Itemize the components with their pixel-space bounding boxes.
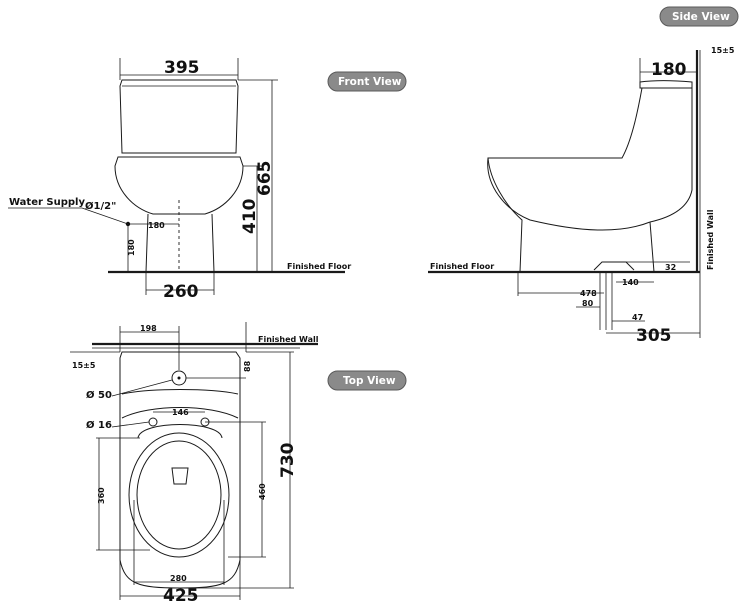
side-dim-80: 80 [582,299,594,308]
top-dim-360: 360 [97,487,106,504]
front-supply-height-180: 180 [127,239,136,256]
front-view-badge: Front View [338,76,402,88]
side-dim-140: 140 [622,278,639,287]
front-height-665: 665 [255,161,275,197]
front-outlet-180: 180 [148,221,165,230]
top-dim-460: 460 [258,483,267,500]
side-dim-32: 32 [665,263,676,272]
side-wall-gap: 15±5 [711,46,735,55]
front-width-395: 395 [164,58,200,78]
side-view-badge: Side View [672,11,730,23]
top-depth-730: 730 [278,442,298,478]
side-rough-in-305: 305 [636,326,672,346]
water-supply-label: Water Supply [9,197,85,208]
side-finished-wall-label: Finished Wall [706,209,715,270]
top-hole-16: Ø 16 [86,419,112,431]
top-finished-wall-label: Finished Wall [258,335,319,344]
front-base-260: 260 [163,282,199,302]
side-tank-180: 180 [651,60,687,80]
water-supply-size: Ø1/2" [85,200,116,212]
top-dim-198: 198 [140,324,157,333]
top-dim-88: 88 [243,360,252,372]
side-dim-47: 47 [632,313,643,322]
top-width-425: 425 [163,586,199,606]
top-dim-146: 146 [172,408,189,417]
top-view-badge: Top View [343,375,396,387]
top-dim-280: 280 [170,574,187,583]
top-wall-gap: 15±5 [72,361,96,370]
front-view: Finished Floor 395 665 410 260 Water Sup… [8,58,407,302]
side-dim-478: 478 [580,289,597,298]
front-finished-floor-label: Finished Floor [287,262,351,271]
side-finished-floor-label: Finished Floor [430,262,494,271]
front-height-410: 410 [240,198,260,234]
top-hole-50: Ø 50 [86,389,112,401]
top-view: Top View Finished Wall 198 15±5 88 [70,322,407,606]
side-view: Side View Finished Wall 15±5 Finished Fl… [428,6,739,346]
